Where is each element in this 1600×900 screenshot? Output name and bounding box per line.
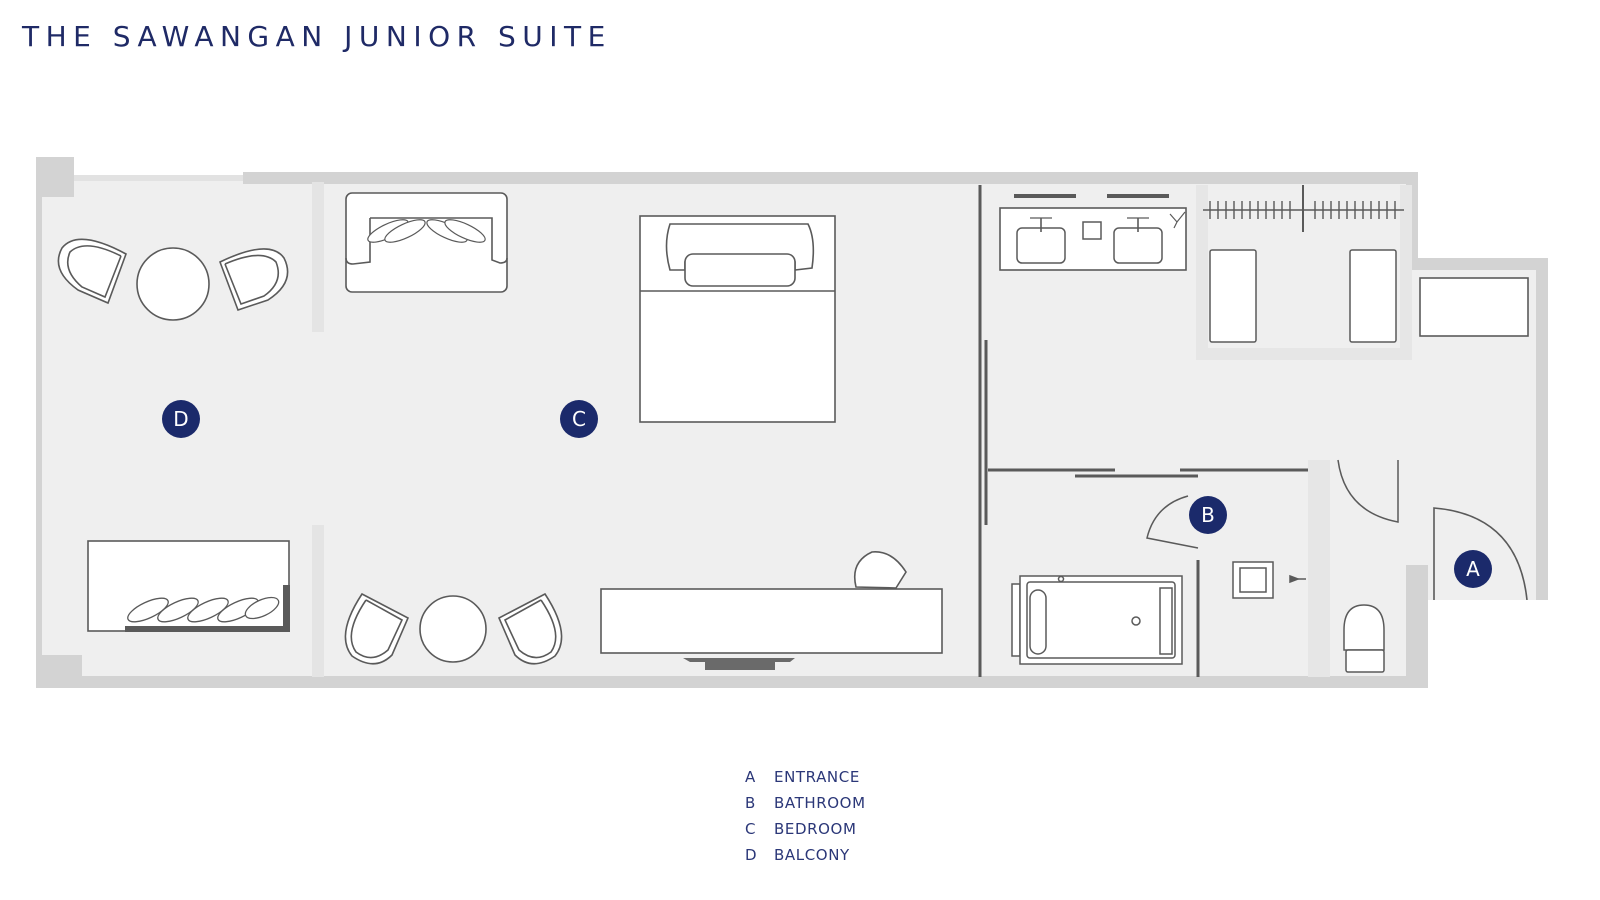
bathtub [1011, 575, 1183, 665]
lounge-chair-right [497, 592, 563, 665]
interior-partitions [978, 185, 1308, 677]
toilet [1343, 604, 1385, 673]
balcony-chair-right [218, 248, 289, 312]
legend-label: BATHROOM [774, 794, 866, 812]
marker-a-label: A [1466, 557, 1480, 581]
legend-key: D [745, 846, 758, 864]
lounge-chair-left [344, 592, 410, 665]
marker-d-label: D [173, 407, 188, 431]
legend-item-entrance: A ENTRANCE [745, 764, 866, 790]
vanity [999, 194, 1187, 271]
toilet-door-swing [1337, 459, 1399, 523]
marker-b-label: B [1201, 503, 1215, 527]
legend-label: ENTRANCE [774, 768, 860, 786]
page-title: THE SAWANGAN JUNIOR SUITE [22, 20, 612, 53]
bathroom-door-swing [1146, 495, 1199, 549]
closet [1203, 201, 1404, 343]
sofa [345, 192, 508, 293]
legend-key: C [745, 820, 757, 838]
marker-a[interactable]: A [1454, 550, 1492, 588]
marker-c[interactable]: C [560, 400, 598, 438]
balcony-table [136, 247, 210, 321]
daybed [87, 540, 290, 632]
entrance-door-swing [1433, 507, 1528, 601]
legend-item-balcony: D BALCONY [745, 842, 866, 868]
legend-label: BEDROOM [774, 820, 857, 838]
shower [1232, 561, 1306, 599]
luggage-bench [1419, 277, 1529, 337]
legend-key: A [745, 768, 756, 786]
marker-d[interactable]: D [162, 400, 200, 438]
bed [639, 215, 836, 423]
legend-key: B [745, 794, 756, 812]
lounge-table [419, 595, 487, 663]
marker-c-label: C [572, 407, 586, 431]
legend-item-bedroom: C BEDROOM [745, 816, 866, 842]
marker-b[interactable]: B [1189, 496, 1227, 534]
legend: A ENTRANCE B BATHROOM C BEDROOM D BALCON… [745, 764, 866, 868]
balcony-chair-left [57, 238, 127, 305]
outer-walls [36, 157, 1548, 688]
desk [600, 551, 943, 670]
legend-label: BALCONY [774, 846, 850, 864]
legend-item-bathroom: B BATHROOM [745, 790, 866, 816]
